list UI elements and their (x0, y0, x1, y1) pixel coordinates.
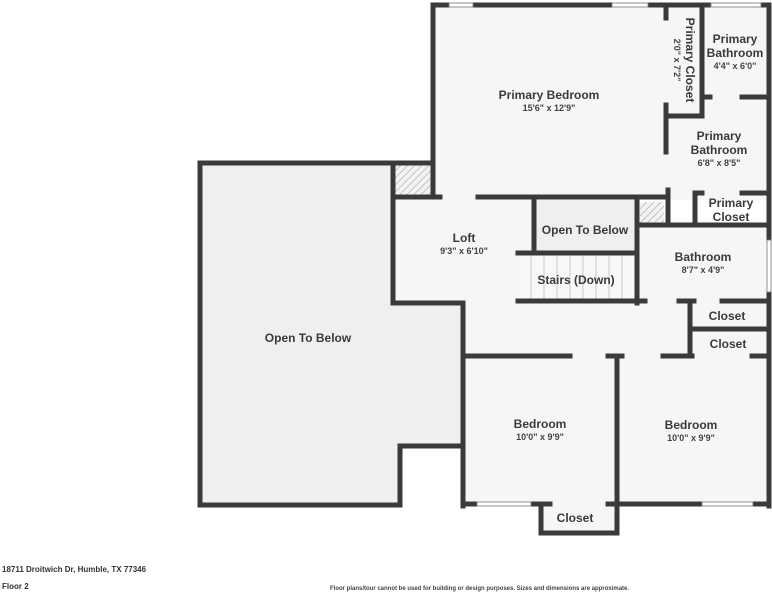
room-dimensions: 6'8" x 8'5" (697, 158, 741, 168)
room-dimensions: 10'0" x 9'9" (516, 432, 564, 442)
closet-3-area (540, 503, 618, 533)
open-to-below-small-area (535, 200, 637, 252)
primary-bedroom-area (433, 5, 769, 200)
disclaimer-text: Floor plans/tour cannot be used for buil… (330, 586, 630, 592)
room-open-to-below-small: Open To Below (542, 223, 628, 237)
room-name: Primary Closet (683, 17, 697, 103)
room-name: Open To Below (264, 331, 352, 345)
room-primary-closet-1: Primary Closet 2'0" x 7'2" (671, 18, 697, 103)
room-dimensions: 4'4" x 6'0" (713, 61, 757, 71)
room-name: Bathroom (674, 250, 732, 264)
room-name: Open To Below (541, 223, 629, 237)
room-dimensions: 15'6" x 12'9" (522, 103, 576, 113)
bedroom-2-area (617, 356, 770, 506)
walls (197, 2, 772, 536)
room-closet-3: Closet (557, 511, 594, 525)
room-name-line1: Primary (708, 196, 754, 210)
room-closet-1: Closet (709, 309, 746, 323)
room-dimensions: 9'3" x 6'10" (440, 246, 488, 256)
room-bedroom-2: Bedroom 10'0" x 9'9" (665, 418, 718, 444)
floor-label: Floor 2 (2, 582, 29, 591)
chase-hatch-right (640, 202, 664, 225)
room-name-line1: Primary (712, 32, 758, 46)
room-name: Loft (452, 231, 476, 245)
windows (448, 2, 772, 507)
room-name: Closet (556, 511, 594, 525)
property-address: 18711 Droitwich Dr, Humble, TX 77346 (2, 565, 147, 574)
room-name: Stairs (Down) (537, 273, 615, 287)
open-to-below-large-area (200, 163, 463, 505)
room-name: Bedroom (664, 418, 718, 432)
room-name: Bedroom (513, 417, 567, 431)
room-name-line2: Bathroom (690, 143, 748, 157)
room-closet-2: Closet (710, 337, 747, 351)
room-primary-bathroom-1: Primary Bathroom 4'4" x 6'0" (707, 32, 764, 72)
room-primary-bedroom: Primary Bedroom 15'6" x 12'9" (499, 88, 600, 114)
bathroom-area (640, 225, 770, 303)
room-bedroom-1: Bedroom 10'0" x 9'9" (514, 417, 567, 443)
room-dimensions: 8'7" x 4'9" (681, 265, 725, 275)
room-stairs: Stairs (Down) (537, 273, 614, 287)
room-primary-bathroom-2: Primary Bathroom 6'8" x 8'5" (691, 129, 748, 169)
room-name: Primary Bedroom (498, 88, 600, 102)
room-primary-closet-2: Primary Closet (709, 196, 754, 224)
chase-hatch-left (393, 165, 431, 197)
stairs-graphic (518, 255, 638, 300)
room-loft: Loft 9'3" x 6'10" (440, 231, 488, 257)
room-name-line1: Primary (696, 129, 742, 143)
bedroom-1-area (463, 356, 617, 506)
room-open-to-below-large: Open To Below (265, 331, 351, 345)
room-dimensions: 2'0" x 7'2" (672, 38, 682, 82)
room-dimensions: 10'0" x 9'9" (667, 433, 715, 443)
room-name-line2: Bathroom (706, 46, 764, 60)
room-bathroom: Bathroom 8'7" x 4'9" (675, 250, 732, 276)
room-name-line2: Closet (712, 210, 750, 224)
room-name: Closet (709, 337, 747, 351)
room-name: Closet (708, 309, 746, 323)
